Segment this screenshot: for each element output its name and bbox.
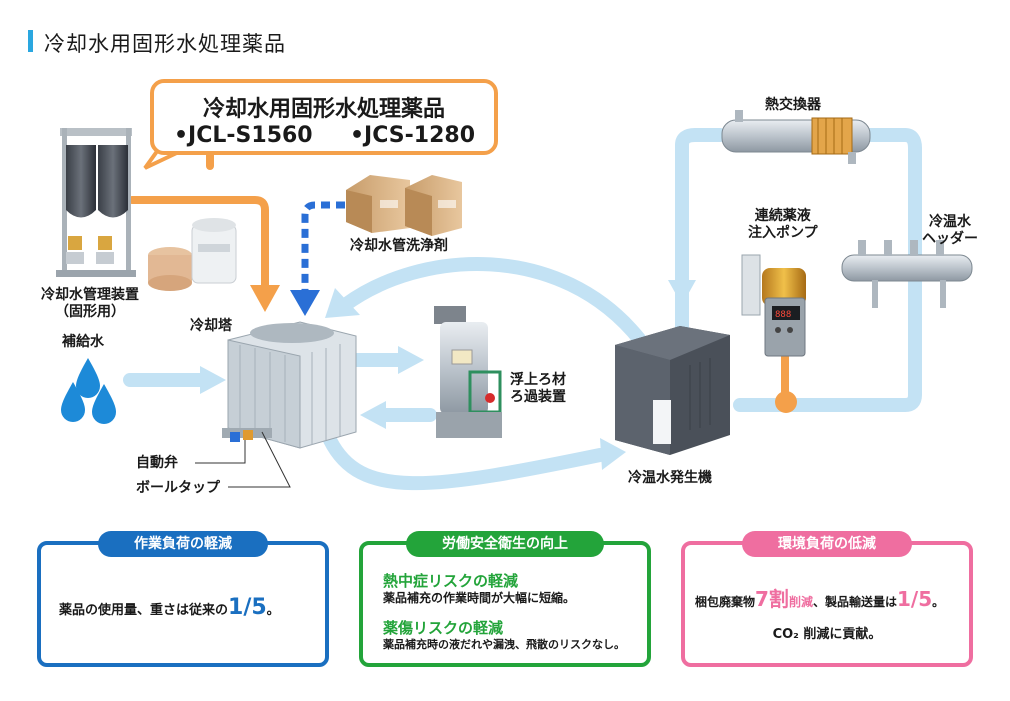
cooling-tower-label: 冷却塔 [190,318,232,334]
generator-to-hx-arrow [675,128,727,337]
panel-env-heading: 環境負荷の低減 [742,531,912,557]
water-drops-icon [61,358,116,424]
injection-point [775,391,797,413]
panel-work-load: 作業負荷の軽減 薬品の使用量、重さは従来の1/5。 [37,531,329,667]
orange-arrowhead [250,285,280,312]
to-generator-arrow [323,433,607,491]
heat-exchanger-illustration [721,110,871,164]
leader-lines [195,431,291,488]
panel-environment: 環境負荷の低減 梱包廃棄物7割削減、製品輸送量は1/5。 CO₂ 削減に貢献。 [681,531,973,667]
header-pipe-illustration [841,240,973,308]
filter-device-illustration [434,306,502,438]
callout-title: 冷却水用固形水処理薬品 [202,97,445,122]
panel-safety-heading: 労働安全衛生の向上 [406,531,604,557]
flow-arrowheads [200,280,696,470]
title-accent-bar [28,30,33,52]
pump-label: 連続薬液 注入ポンプ [748,208,818,241]
cleaning-dash-line [301,201,345,290]
safety-text-1: 薬品補充の作業時間が大幅に短縮。 [383,591,576,605]
auto-valve-label: 自動弁 [136,455,178,471]
return-loop-arrow [338,257,647,347]
env-text-2: CO₂ 削減に貢献。 [772,627,882,642]
product-callout: 冷却水用固形水処理薬品 •JCL-S1560 •JCS-1280 [150,79,498,155]
panel-safety: 労働安全衛生の向上 熱中症リスクの軽減 薬品補充の作業時間が大幅に短縮。 薬傷リ… [359,531,651,667]
management-device-label: 冷却水管理装置 （固形用） [41,287,139,320]
safety-text-2: 薬品補充時の液だれや漏洩、飛散のリスクなし。 [383,638,625,651]
panel-work-heading: 作業負荷の軽減 [98,531,268,557]
svg-text:888: 888 [775,310,791,320]
header-label: 冷温水 ヘッダー [922,214,978,247]
solid-chemical-illustration [148,218,237,291]
safety-sub-1: 熱中症リスクの軽減 [383,572,519,590]
generator-label: 冷温水発生機 [628,470,712,486]
cleaning-agent-boxes [346,175,462,236]
cooling-tower-illustration [222,321,357,449]
cleaning-arrowhead [290,290,320,316]
page-title: 冷却水用固形水処理薬品 [44,32,286,56]
makeup-water-label: 補給水 [62,334,104,350]
heat-exchanger-label: 熱交換器 [765,97,821,113]
work-highlight: 1/5 [228,595,267,620]
product-name-2: •JCS-1280 [350,123,476,148]
env-text-1: 梱包廃棄物7割削減、製品輸送量は1/5。 [695,587,945,611]
ball-tap-label: ボールタップ [136,480,220,496]
filter-label: 浮上ろ材 ろ過装置 [510,372,566,405]
management-device-illustration [56,128,136,277]
safety-sub-2: 薬傷リスクの軽減 [383,619,504,637]
product-name-1: •JCL-S1560 [174,123,313,148]
generator-illustration [615,326,730,455]
panel-work-text: 薬品の使用量、重さは従来の1/5。 [59,595,280,620]
injection-pump-illustration: 888 [741,254,806,357]
cleaning-agent-label: 冷却水管洗浄剤 [350,238,448,254]
